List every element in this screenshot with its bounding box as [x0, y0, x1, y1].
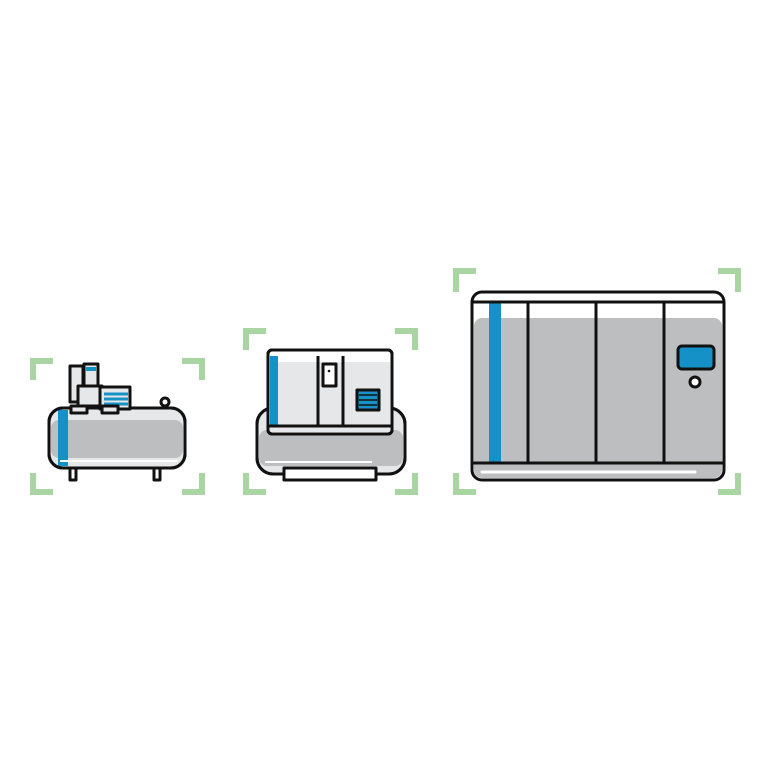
selection-brackets [30, 358, 205, 495]
compact-enclosed-compressor-icon [243, 328, 418, 495]
selection-brackets [243, 328, 418, 495]
large-industrial-compressor-icon [453, 268, 741, 495]
tank-mounted-compressor-icon [30, 358, 205, 495]
selection-brackets [453, 268, 741, 495]
